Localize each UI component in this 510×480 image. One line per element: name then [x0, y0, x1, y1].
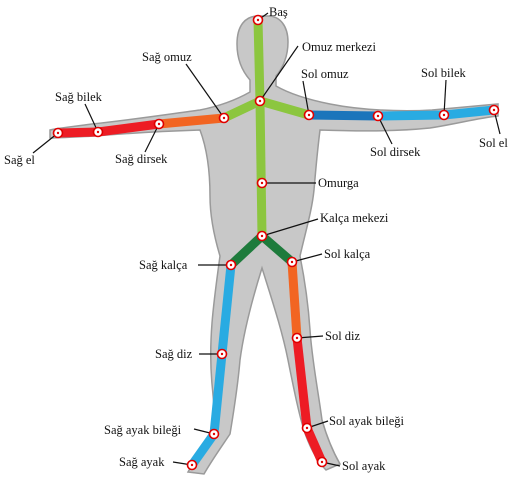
right-hand-bone — [58, 132, 98, 133]
label-right-foot: Sağ ayak — [119, 455, 165, 469]
joint-left-knee — [293, 334, 302, 343]
joint-right-shoulder — [220, 114, 229, 123]
label-right-ankle: Sağ ayak bileği — [104, 423, 182, 437]
joint-right-hand — [54, 129, 63, 138]
joint-right-ankle — [210, 430, 219, 439]
label-right-elbow: Sağ dirsek — [115, 152, 168, 166]
joint-hip-center — [258, 232, 267, 241]
label-left-elbow: Sol dirsek — [370, 145, 421, 159]
joint-right-elbow — [155, 120, 164, 129]
label-right-hand: Sağ el — [4, 153, 35, 167]
label-left-hand: Sol el — [479, 136, 508, 150]
joint-shoulder-center — [256, 97, 265, 106]
label-right-shoulder: Sağ omuz — [142, 50, 192, 64]
label-right-wrist: Sağ bilek — [55, 90, 103, 104]
left-hand-bone — [444, 110, 494, 115]
joint-right-foot — [188, 461, 197, 470]
joint-left-elbow — [374, 112, 383, 121]
label-shoulder-center: Omuz merkezi — [302, 40, 376, 54]
left-upper-arm-bone — [309, 115, 378, 116]
label-left-hip: Sol kalça — [324, 247, 371, 261]
label-left-knee: Sol diz — [325, 329, 361, 343]
joint-left-hand — [490, 106, 499, 115]
joint-spine — [258, 179, 267, 188]
label-left-ankle: Sol ayak bileği — [329, 414, 405, 428]
neck-bone — [258, 20, 260, 101]
label-hip-center: Kalça mekezi — [320, 211, 389, 225]
joint-head — [254, 16, 263, 25]
joint-left-foot — [318, 458, 327, 467]
label-spine: Omurga — [318, 176, 359, 190]
right-upper-arm-bone — [159, 118, 224, 124]
label-right-knee: Sağ diz — [155, 347, 193, 361]
joint-left-ankle — [303, 424, 312, 433]
left-thigh-bone — [292, 262, 297, 338]
joint-left-hip — [288, 258, 297, 267]
label-left-shoulder: Sol omuz — [301, 67, 349, 81]
label-left-foot: Sol ayak — [342, 459, 386, 473]
joint-right-wrist — [94, 128, 103, 137]
label-right-hip: Sağ kalça — [139, 258, 188, 272]
spine-bone — [260, 101, 262, 236]
label-left-wrist: Sol bilek — [421, 66, 467, 80]
joint-left-wrist — [440, 111, 449, 120]
joint-left-shoulder — [305, 111, 314, 120]
joint-right-knee — [218, 350, 227, 359]
left-forearm-bone — [378, 115, 444, 116]
label-head: Baş — [269, 5, 288, 19]
joint-right-hip — [227, 261, 236, 270]
